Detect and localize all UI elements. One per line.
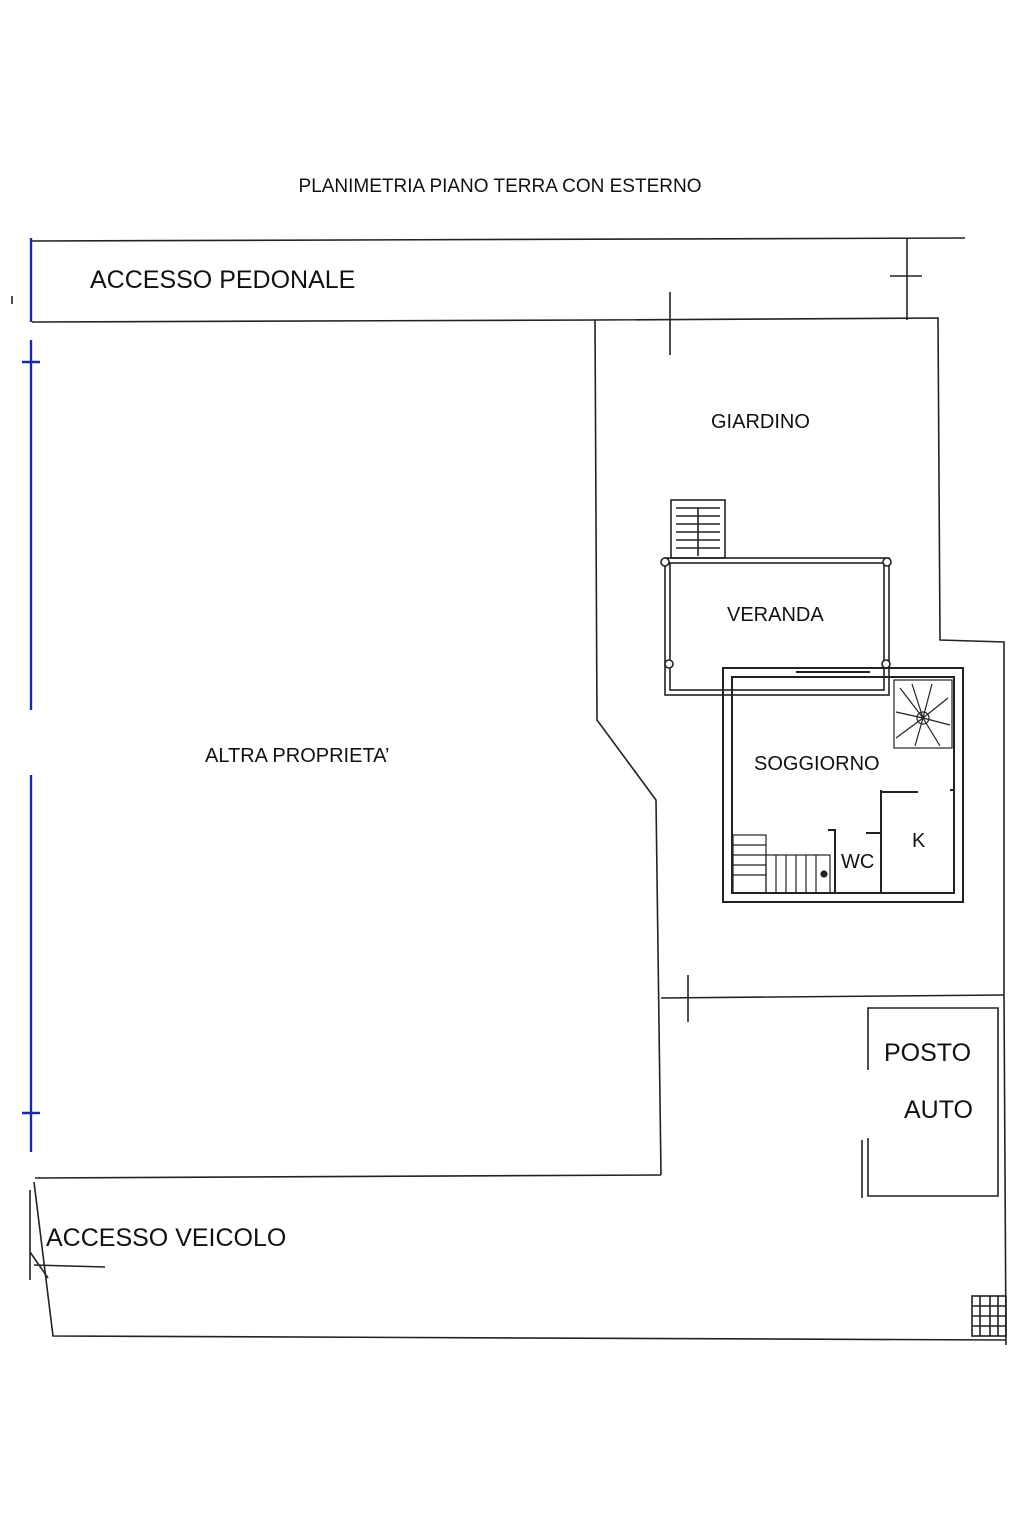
label-wc: WC: [841, 851, 875, 873]
label-accesso-veicolo: ACCESSO VEICOLO: [46, 1224, 287, 1252]
label-posto: POSTO: [884, 1039, 972, 1067]
page-title: PLANIMETRIA PIANO TERRA CON ESTERNO: [298, 176, 702, 197]
posto-auto-box: [861, 1007, 999, 1198]
label-altra-proprieta: ALTRA PROPRIETA’: [205, 745, 390, 767]
giardino-boundary: [594, 317, 1005, 1176]
label-k: K: [912, 830, 926, 852]
label-accesso-pedonale: ACCESSO PEDONALE: [90, 266, 356, 294]
spiral-stair: [893, 679, 953, 749]
label-giardino: GIARDINO: [711, 411, 810, 433]
veranda-stair: [670, 499, 726, 559]
label-auto: AUTO: [904, 1096, 973, 1124]
label-veranda: VERANDA: [727, 604, 824, 626]
label-soggiorno: SOGGIORNO: [754, 753, 880, 775]
external-stair-bottom: [971, 1295, 1007, 1337]
accesso-pedonale-strip: [11, 237, 966, 355]
house-walls: [722, 667, 964, 903]
veranda-structure: [660, 557, 892, 696]
straight-stair: [732, 834, 831, 894]
accesso-veicolo-area: [29, 994, 1007, 1346]
altra-proprieta-boundary: [22, 238, 40, 1152]
